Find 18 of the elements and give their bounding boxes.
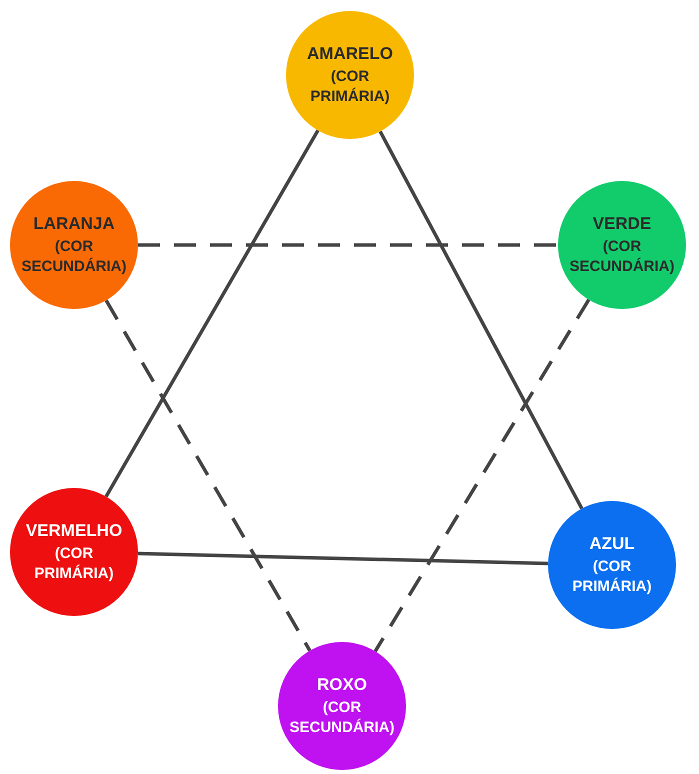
dashed-line <box>138 243 558 247</box>
connector-line <box>104 130 320 498</box>
color-name: AZUL <box>589 534 635 554</box>
color-type: (COR PRIMÁRIA) <box>572 557 652 596</box>
color-type: (COR SECUNDÁRIA) <box>290 698 394 738</box>
color-type: (COR PRIMÁRIA) <box>34 544 114 584</box>
color-name: VERDE <box>592 214 652 234</box>
dashed-line <box>104 299 312 652</box>
color-type: (COR SECUNDÁRIA) <box>570 237 674 276</box>
color-name: AMARELO <box>307 44 393 64</box>
color-name: VERMELHO <box>26 520 122 542</box>
connector-line <box>378 130 584 510</box>
color-name: LARANJA <box>33 214 115 234</box>
color-type: (COR SECUNDÁRIA) <box>22 237 126 276</box>
color-name: ROXO <box>316 674 368 696</box>
connector-line <box>138 552 548 566</box>
dashed-line <box>374 298 590 652</box>
color-type: (COR PRIMÁRIA) <box>310 67 390 106</box>
